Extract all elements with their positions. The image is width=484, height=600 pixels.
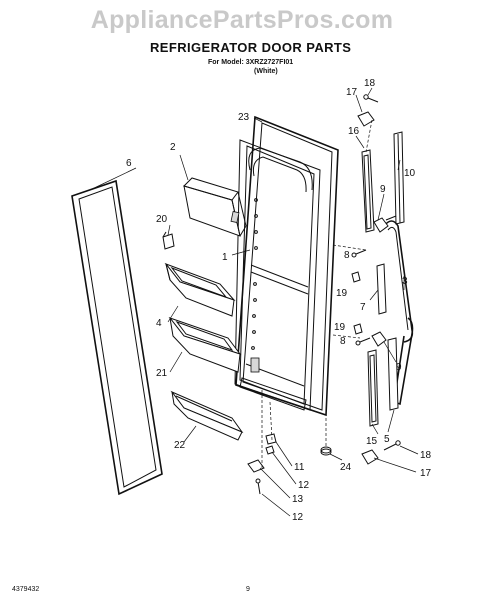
shelf-support-holes [251, 198, 258, 350]
handle-strip-lower [387, 337, 399, 411]
door-bin-lower [168, 316, 242, 373]
model-color: (White) [254, 68, 278, 75]
callout-21: 21 [156, 368, 168, 379]
callout-2: 2 [170, 142, 176, 153]
callout-7: 7 [360, 302, 366, 313]
hinge-trim-upper [361, 149, 375, 233]
callout-12-top: 12 [298, 480, 310, 491]
callout-19-top: 19 [336, 288, 348, 299]
callout-17-bottom: 17 [420, 468, 432, 479]
callout-9-bottom: 9 [396, 362, 402, 373]
door-liner [234, 115, 339, 417]
handle-strip-upper [393, 131, 405, 225]
page-number: 9 [246, 586, 250, 593]
callout-10: 10 [404, 168, 416, 179]
fasteners [247, 94, 401, 495]
callout-1: 1 [222, 252, 228, 263]
page-title: REFRIGERATOR DOOR PARTS [150, 40, 352, 55]
dairy-hinge [162, 231, 175, 250]
callout-9-top: 9 [380, 184, 386, 195]
callout-6: 6 [126, 158, 132, 169]
callout-labels: 2 6 20 1 4 21 22 23 16 17 18 10 9 8 3 19… [126, 78, 432, 523]
callout-5: 5 [384, 434, 390, 445]
door-bin-upper [164, 262, 236, 317]
callout-8-top: 8 [344, 250, 350, 261]
alignment-lines [261, 119, 373, 470]
callout-16: 16 [348, 126, 360, 137]
callout-22: 22 [174, 440, 186, 451]
callout-11: 11 [294, 462, 305, 473]
callout-19-bottom: 19 [334, 322, 346, 333]
watermark: AppliancePartsPros.com [90, 6, 394, 34]
callout-24: 24 [340, 462, 352, 473]
door-bin-bottom [170, 390, 244, 441]
callout-8-bottom: 8 [340, 336, 346, 347]
model-number: For Model: 3XRZ2727FI01 [208, 59, 294, 66]
door-handle [383, 220, 414, 406]
callout-13: 13 [292, 494, 304, 505]
door-gasket [71, 179, 163, 496]
handle-strip-middle [376, 263, 387, 315]
callout-15: 15 [366, 436, 378, 447]
callout-12-bottom: 12 [292, 512, 304, 523]
document-number: 4379432 [12, 586, 40, 593]
dairy-door [183, 177, 247, 237]
leader-lines [89, 87, 419, 517]
callout-20: 20 [156, 214, 168, 225]
hinge-trim-lower [367, 349, 379, 427]
callout-23: 23 [238, 112, 250, 123]
callout-18-bottom: 18 [420, 450, 432, 461]
callout-3: 3 [402, 276, 408, 287]
callout-4: 4 [156, 318, 162, 329]
callout-18-top: 18 [364, 78, 376, 89]
callout-17-top: 17 [346, 87, 358, 98]
